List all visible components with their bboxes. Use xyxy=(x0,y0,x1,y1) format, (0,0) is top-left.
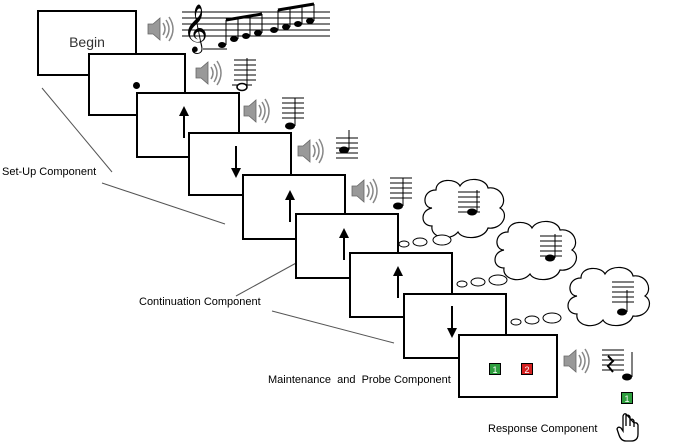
maintenance-probe-component-label: Maintenance and Probe Component xyxy=(268,374,451,386)
speaker-icon xyxy=(297,138,324,164)
arrow-up-icon xyxy=(393,266,403,298)
thought-cloud-icon xyxy=(567,266,651,327)
speaker-icon xyxy=(195,60,222,86)
thought-cloud-icon xyxy=(494,220,578,281)
thought-bubble-dots xyxy=(398,234,452,248)
arrow-up-icon xyxy=(285,190,295,222)
music-staff-icon xyxy=(281,97,305,130)
probe-option-1: 1 xyxy=(489,363,501,375)
arrow-down-icon xyxy=(231,146,241,178)
fixation-dot xyxy=(133,82,140,89)
arrow-up-icon xyxy=(179,106,189,138)
speaker-icon xyxy=(563,348,590,374)
begin-text: Begin xyxy=(69,34,105,50)
continuation-component-label: Continuation Component xyxy=(139,296,261,308)
thought-cloud-icon xyxy=(422,178,506,239)
svg-text:𝄞: 𝄞 xyxy=(183,3,208,54)
music-staff-icon xyxy=(232,58,257,92)
setup-component-label: Set-Up Component xyxy=(2,166,97,178)
music-staff-icon: 𝄞 xyxy=(182,2,330,54)
speaker-icon xyxy=(351,178,378,204)
speaker-icon xyxy=(243,98,270,124)
music-staff-icon xyxy=(335,130,359,159)
thought-bubble-dots xyxy=(510,312,562,326)
speaker-icon xyxy=(147,16,174,42)
arrow-up-icon xyxy=(339,228,349,260)
music-staff-icon xyxy=(601,349,633,381)
pointing-hand-icon xyxy=(616,413,639,442)
frame-probe: 1 2 xyxy=(458,334,558,398)
response-component-label: Response Component xyxy=(488,423,598,435)
probe-option-2: 2 xyxy=(521,363,533,375)
thought-bubble-dots xyxy=(456,274,508,288)
response-option-1: 1 xyxy=(621,392,633,404)
arrow-down-icon xyxy=(447,306,457,338)
music-staff-icon xyxy=(389,177,413,210)
